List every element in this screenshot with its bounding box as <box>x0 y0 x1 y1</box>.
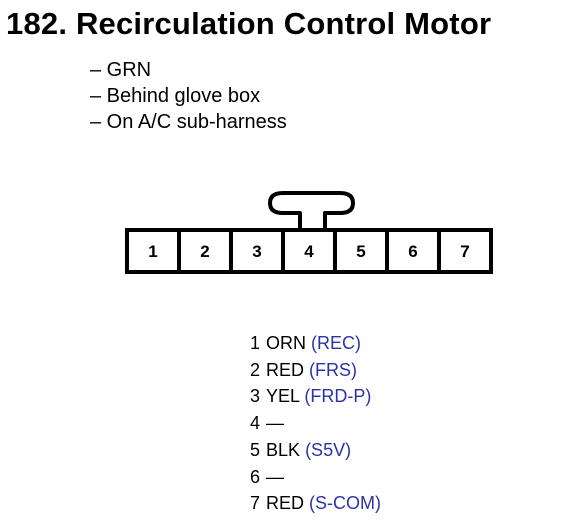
pin-number: 3 <box>250 386 261 407</box>
pin-5-label: 5 <box>356 242 365 261</box>
pin-4-label: 4 <box>304 242 314 261</box>
wire-color: ORN <box>266 333 307 353</box>
pin-1-label: 1 <box>148 242 157 261</box>
connector-notes: – GRN – Behind glove box – On A/C sub-ha… <box>90 57 287 135</box>
wire-color: RED <box>266 359 305 380</box>
pin-number: 2 <box>250 359 261 380</box>
wire-color: BLK <box>266 439 301 460</box>
pin-number: 5 <box>250 439 261 460</box>
pinout-row: 6— <box>250 464 381 491</box>
signal-name: (S-COM) <box>309 493 382 514</box>
wire-color: — <box>266 466 285 487</box>
note-location: – Behind glove box <box>90 85 261 107</box>
pin-number: 1 <box>250 333 261 353</box>
pin-6-label: 6 <box>408 242 417 261</box>
pin-3-label: 3 <box>252 242 261 261</box>
wire-color: YEL <box>266 386 305 407</box>
pin-2-label: 2 <box>200 242 209 261</box>
wire-color: — <box>266 413 285 434</box>
note-color: – GRN <box>90 59 152 81</box>
wire-color: RED <box>266 493 305 514</box>
page-title: 182. Recirculation Control Motor <box>6 6 492 41</box>
pin-7-label: 7 <box>460 242 469 261</box>
pin-number: 4 <box>250 413 261 434</box>
signal-name: (S5V) <box>305 439 352 460</box>
note-harness: – On A/C sub-harness <box>90 111 287 133</box>
pin-number: 7 <box>250 493 261 514</box>
signal-name: (FRS) <box>309 359 358 380</box>
connector-latch <box>268 191 355 230</box>
pinout-row: 4— <box>250 410 381 437</box>
connector-body <box>125 228 493 274</box>
signal-name: (FRD-P) <box>304 386 372 407</box>
signal-name: (REC) <box>311 333 362 353</box>
pin-number: 6 <box>250 466 261 487</box>
